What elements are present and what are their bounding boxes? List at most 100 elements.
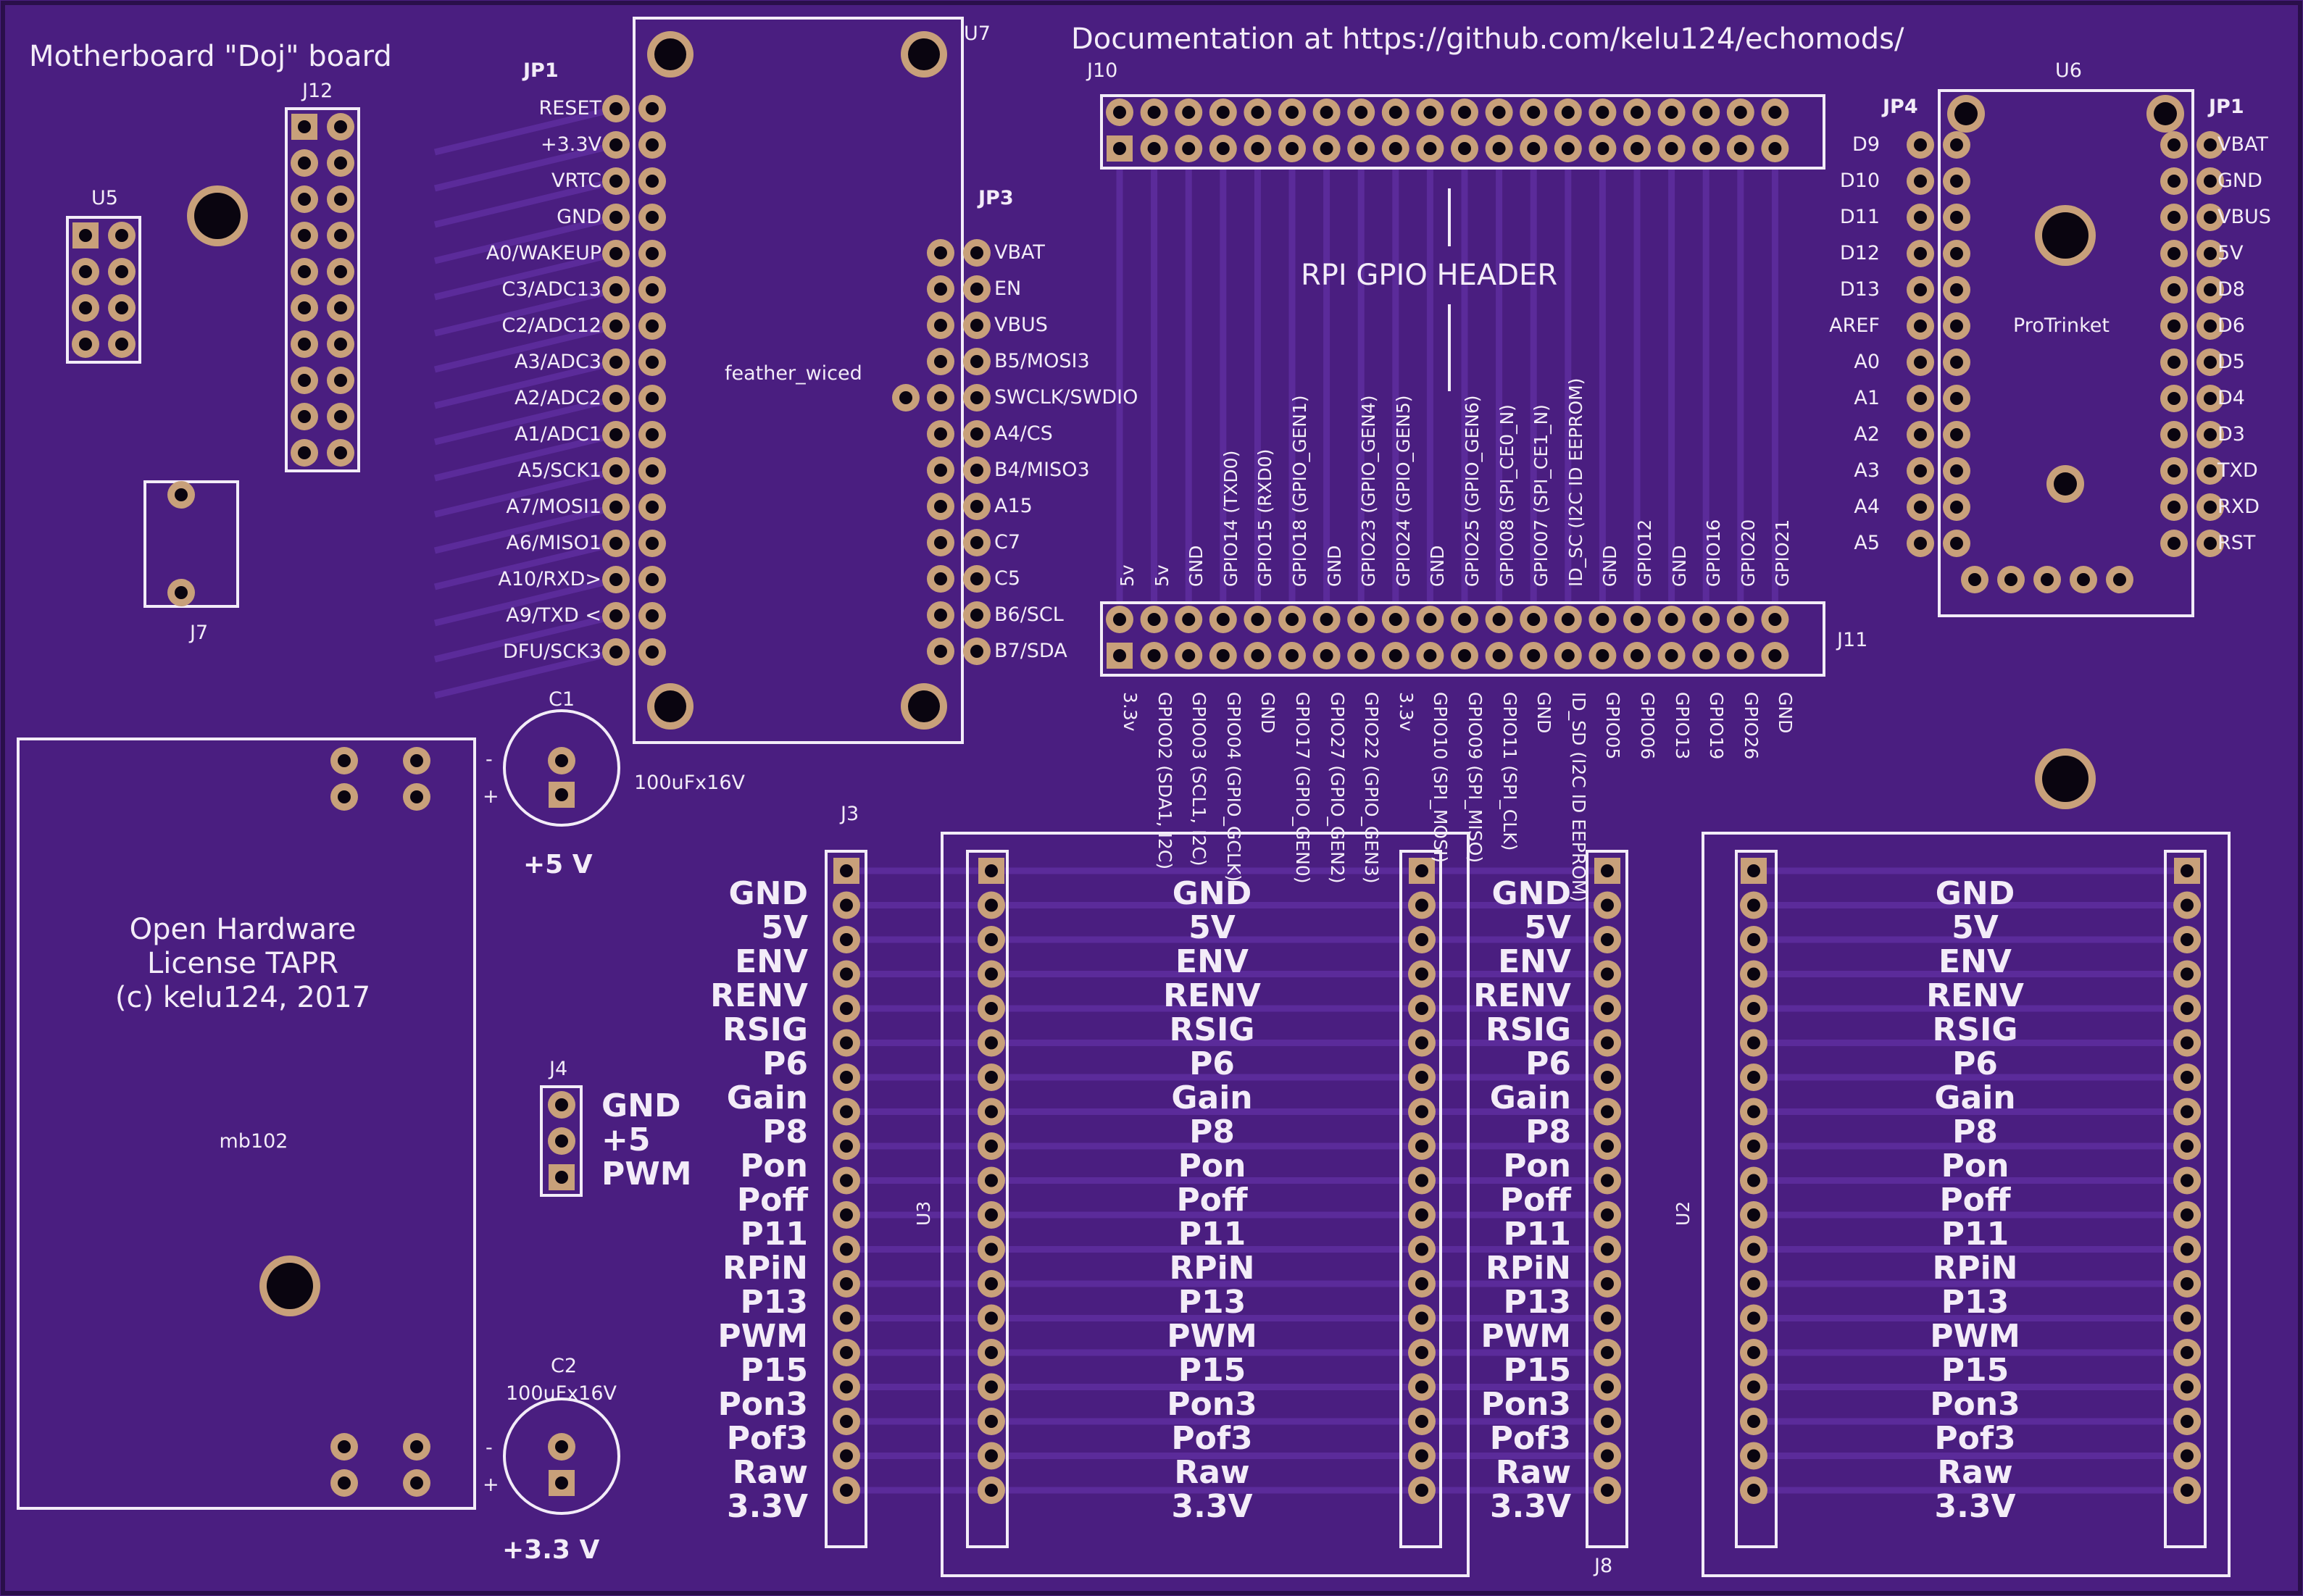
feather-pin-label: VBUS	[994, 314, 1048, 336]
copper-trace	[433, 504, 617, 554]
through-hole-pad	[1107, 643, 1133, 669]
rpi-bottom-pin-label: 3.3v	[1395, 692, 1417, 732]
protrinket-hole	[2046, 465, 2084, 503]
bus-pin-label: P6	[1952, 1045, 1998, 1082]
through-hole-pad	[638, 638, 666, 666]
through-hole-pad	[1907, 167, 1934, 195]
through-hole-pad	[327, 113, 354, 141]
bus-pin-label: GND	[1935, 875, 2015, 912]
bus-pin-label: RPiN	[1932, 1250, 2018, 1287]
feather-pin-label: SWCLK/SWDIO	[994, 386, 1138, 409]
bus-pin-label: P15	[1503, 1352, 1571, 1389]
through-hole-pad	[1588, 99, 1617, 126]
feather-mounting-hole	[647, 31, 694, 78]
through-hole-pad	[2173, 960, 2201, 988]
through-hole-pad	[1244, 606, 1272, 633]
ref-u6: U6	[2055, 59, 2082, 82]
through-hole-pad	[1451, 135, 1478, 162]
rpi-top-pin-label: GPIO08 (SPI_CE0_N)	[1496, 404, 1517, 587]
through-hole-pad	[833, 1029, 860, 1057]
through-hole-pad	[1408, 1373, 1436, 1401]
through-hole-pad	[1741, 858, 1767, 884]
j4-pin-label: PWM	[601, 1156, 692, 1192]
rpi-bottom-pin-label: GPIO13	[1671, 692, 1693, 760]
through-hole-pad	[1140, 135, 1168, 162]
bus-pin-label: Pof3	[1934, 1420, 2016, 1457]
rpi-top-pin-label: GPIO25 (GPIO_GEN6)	[1462, 395, 1483, 587]
protrinket-pin-label: D6	[2217, 314, 2245, 337]
bus-pin-label: P6	[1189, 1045, 1235, 1082]
through-hole-pad	[548, 1433, 575, 1461]
bus-pin-label: Raw	[1174, 1454, 1250, 1491]
bus-pin-label: Pon3	[1930, 1386, 2020, 1423]
ref-c2: C2	[551, 1355, 578, 1377]
ref-u7: U7	[964, 22, 991, 45]
through-hole-pad	[1416, 606, 1444, 633]
through-hole-pad	[1408, 1029, 1436, 1057]
through-hole-pad	[1244, 99, 1272, 126]
rpi-top-pin-label: GPIO12	[1634, 519, 1655, 587]
through-hole-pad	[1740, 1132, 1767, 1160]
through-hole-pad	[602, 348, 630, 376]
rpi-bottom-pin-label: GPIO22 (GPIO_GEN3)	[1361, 692, 1383, 884]
rpi-top-pin-label: GND	[1186, 545, 1207, 587]
through-hole-pad	[927, 239, 954, 267]
through-hole-pad	[1740, 926, 1767, 953]
through-hole-pad	[1408, 1270, 1436, 1298]
through-hole-pad	[833, 926, 860, 953]
through-hole-pad	[2173, 891, 2201, 919]
through-hole-pad	[1726, 135, 1754, 162]
through-hole-pad	[548, 1091, 575, 1119]
through-hole-pad	[2196, 421, 2224, 448]
through-hole-pad	[1278, 135, 1306, 162]
through-hole-pad	[833, 995, 860, 1022]
c1-rail: +5 V	[523, 850, 593, 880]
through-hole-pad	[108, 330, 136, 358]
through-hole-pad	[638, 348, 666, 376]
through-hole-pad	[978, 1098, 1005, 1126]
bus-pin-label: Poff	[736, 1182, 808, 1219]
through-hole-pad	[291, 403, 318, 430]
through-hole-pad	[403, 783, 430, 811]
through-hole-pad	[1408, 1442, 1436, 1470]
bus-pin-label: RSIG	[1932, 1011, 2018, 1048]
through-hole-pad	[1408, 1408, 1436, 1435]
feather-pin-label: VBAT	[994, 241, 1045, 264]
copper-trace	[433, 214, 617, 264]
protrinket-name: ProTrinket	[2013, 314, 2110, 337]
through-hole-pad	[1209, 606, 1237, 633]
through-hole-pad	[1594, 960, 1621, 988]
through-hole-pad	[927, 565, 954, 593]
through-hole-pad	[2070, 566, 2097, 593]
through-hole-pad	[1106, 99, 1133, 126]
through-hole-pad	[833, 1166, 860, 1195]
rpi-bottom-pin-label: GPIO10 (SPI_MOSI)	[1430, 692, 1452, 864]
through-hole-pad	[1907, 421, 1934, 448]
through-hole-pad	[1408, 1235, 1436, 1263]
through-hole-pad	[2173, 926, 2201, 953]
through-hole-pad	[1594, 1029, 1621, 1057]
rpi-top-pin-label: GPIO07 (SPI_CE1_N)	[1531, 404, 1552, 587]
rpi-bottom-pin-label: GPIO11 (SPI_CLK)	[1499, 692, 1520, 851]
through-hole-pad	[1594, 1408, 1621, 1435]
through-hole-pad	[1278, 99, 1306, 126]
through-hole-pad	[72, 222, 99, 248]
through-hole-pad	[1623, 606, 1651, 633]
protrinket-pin-label: D9	[1852, 133, 1880, 156]
through-hole-pad	[2160, 348, 2188, 376]
bus-pin-label: RENV	[1926, 977, 2024, 1014]
through-hole-pad	[638, 457, 666, 485]
through-hole-pad	[978, 1201, 1005, 1229]
through-hole-pad	[1520, 135, 1548, 162]
through-hole-pad	[2173, 1442, 2201, 1470]
through-hole-pad	[1312, 99, 1341, 126]
through-hole-pad	[1907, 312, 1934, 340]
through-hole-pad	[1907, 131, 1934, 159]
through-hole-pad	[1740, 1408, 1767, 1435]
through-hole-pad	[327, 330, 354, 358]
through-hole-pad	[1943, 240, 1970, 267]
through-hole-pad	[2196, 240, 2224, 267]
through-hole-pad	[291, 185, 318, 213]
through-hole-pad	[1588, 642, 1617, 669]
through-hole-pad	[638, 530, 666, 557]
